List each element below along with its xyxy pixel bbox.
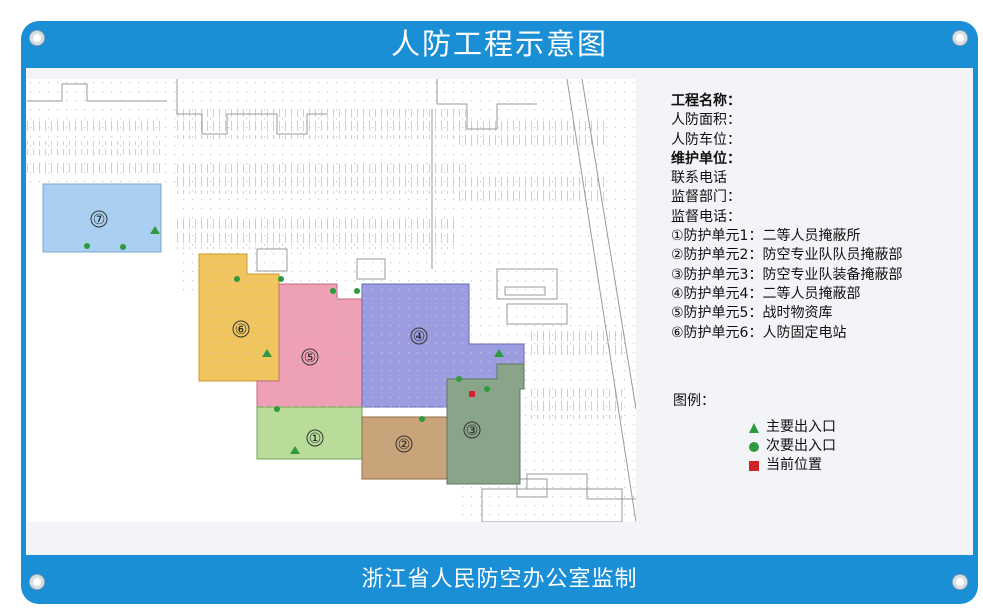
circle-icon	[749, 442, 759, 452]
unit-line: ⑥防护单元6：人防固定电站	[671, 324, 847, 341]
info-field: 监督部门：	[671, 189, 741, 206]
svg-text:③: ③	[466, 423, 479, 439]
svg-text:①: ①	[309, 431, 322, 447]
legend-title: 图例：	[673, 393, 715, 409]
square-icon	[749, 461, 759, 471]
legend-label: 次要出入口	[766, 438, 836, 454]
info-field: 人防面积：	[671, 112, 741, 129]
info-field: 监督电话：	[671, 208, 741, 225]
legend-item-current-position: 当前位置	[673, 456, 923, 475]
bolt-icon	[953, 31, 967, 45]
legend-label: 当前位置	[766, 457, 822, 473]
svg-text:②: ②	[398, 437, 411, 453]
unit-line: ⑤防护单元5：战时物资库	[671, 305, 833, 322]
bolt-icon	[30, 31, 44, 45]
floor-plan-svg: ⑦ ⑥ ⑤ ④ ① ② ③	[27, 78, 637, 523]
project-info: 工程名称： 人防面积： 人防车位： 维护单位： 联系电话 监督部门： 监督电话：…	[671, 92, 971, 343]
main-entrances	[150, 226, 504, 454]
page-title: 人防工程示意图	[390, 27, 608, 61]
footer-text: 浙江省人民防空办公室监制	[361, 567, 638, 592]
info-field: 联系电话	[671, 170, 727, 187]
legend-item-secondary-entrance: 次要出入口	[673, 437, 923, 456]
unit-line: ①防护单元1：二等人员掩蔽所	[671, 228, 861, 245]
unit-line: ②防护单元2：防空专业队队员掩蔽部	[671, 247, 903, 264]
info-field: 维护单位：	[671, 150, 741, 167]
bolt-icon	[30, 575, 44, 589]
info-field: 工程名称：	[671, 93, 741, 109]
legend-label: 主要出入口	[766, 419, 836, 435]
unit-line: ④防护单元4：二等人员掩蔽部	[671, 285, 861, 302]
background-plan	[27, 78, 637, 523]
zone-3: ③	[446, 363, 525, 485]
bolt-icon	[953, 575, 967, 589]
triangle-icon	[749, 423, 759, 433]
map-legend: 图例： 主要出入口 次要出入口 当前位置	[673, 390, 923, 475]
info-field: 人防车位：	[671, 131, 741, 148]
unit-line: ③防护单元3：防空专业队装备掩蔽部	[671, 266, 903, 283]
current-position-marker	[469, 391, 475, 397]
legend-item-main-entrance: 主要出入口	[673, 418, 923, 437]
secondary-entrances	[84, 243, 490, 422]
floor-plan-map: ⑦ ⑥ ⑤ ④ ① ② ③	[27, 78, 637, 523]
zone-2: ②	[361, 416, 448, 480]
